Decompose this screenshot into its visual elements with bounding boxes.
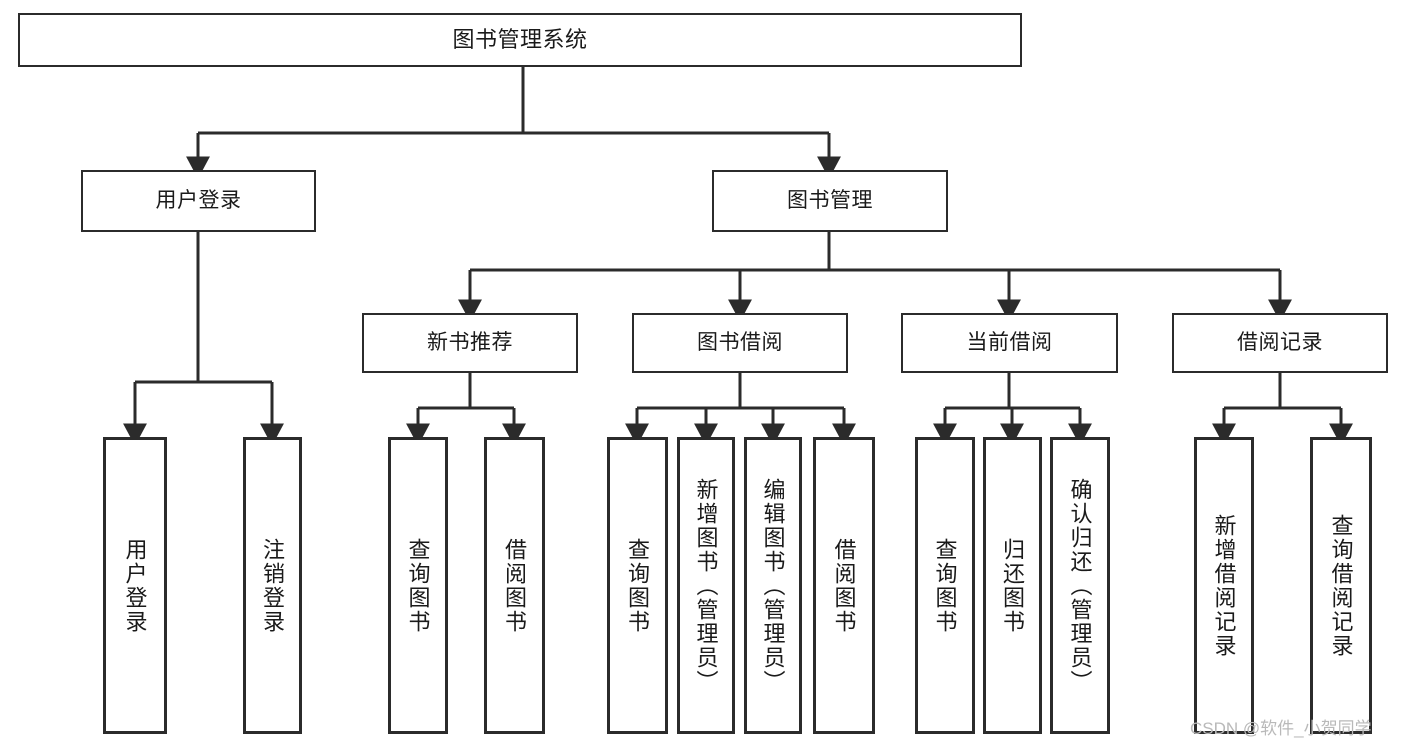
node-book-management[interactable]: 图书管理 — [712, 170, 948, 232]
leaf-node-label: 查询图书 — [932, 537, 958, 634]
node-new-book-recommend[interactable]: 新书推荐 — [362, 313, 578, 373]
leaf-node-label: 借阅图书 — [831, 537, 857, 634]
leaf-node[interactable]: 查询借阅记录 — [1310, 437, 1372, 734]
node-borrow-record-label: 借阅记录 — [1237, 330, 1323, 354]
leaf-node-label: 查询借阅记录 — [1328, 513, 1354, 658]
node-current-borrow[interactable]: 当前借阅 — [901, 313, 1118, 373]
leaf-node[interactable]: 注销登录 — [243, 437, 302, 734]
leaf-node-label: 新增借阅记录 — [1211, 513, 1237, 658]
leaf-node[interactable]: 确认归还（管理员） — [1050, 437, 1110, 734]
leaf-node[interactable]: 用户登录 — [103, 437, 167, 734]
node-root-label: 图书管理系统 — [452, 27, 588, 53]
leaf-node-label: 确认归还（管理员） — [1067, 477, 1093, 694]
leaf-node-label: 新增图书（管理员） — [693, 477, 719, 694]
leaf-node-label: 用户登录 — [122, 537, 148, 634]
node-new-book-recommend-label: 新书推荐 — [427, 330, 513, 354]
node-user-login-label: 用户登录 — [155, 188, 242, 212]
node-root[interactable]: 图书管理系统 — [18, 13, 1022, 67]
leaf-node[interactable]: 借阅图书 — [484, 437, 545, 734]
leaf-node[interactable]: 编辑图书（管理员） — [744, 437, 802, 734]
node-book-borrow[interactable]: 图书借阅 — [632, 313, 848, 373]
node-user-login[interactable]: 用户登录 — [81, 170, 316, 232]
leaf-node[interactable]: 新增图书（管理员） — [677, 437, 735, 734]
leaf-node-label: 编辑图书（管理员） — [760, 477, 786, 694]
node-book-management-label: 图书管理 — [787, 188, 873, 212]
leaf-node[interactable]: 查询图书 — [915, 437, 975, 734]
leaf-node[interactable]: 借阅图书 — [813, 437, 875, 734]
watermark: CSDN @软件_小贺同学 — [1190, 719, 1372, 738]
leaf-node[interactable]: 归还图书 — [983, 437, 1042, 734]
leaf-node-label: 归还图书 — [1000, 537, 1026, 634]
leaf-node-label: 注销登录 — [260, 537, 286, 634]
leaf-node[interactable]: 新增借阅记录 — [1194, 437, 1254, 734]
node-borrow-record[interactable]: 借阅记录 — [1172, 313, 1388, 373]
leaf-node-label: 查询图书 — [625, 537, 651, 634]
leaf-node-label: 借阅图书 — [502, 537, 528, 634]
leaf-node-label: 查询图书 — [405, 537, 431, 634]
leaf-node[interactable]: 查询图书 — [607, 437, 668, 734]
node-current-borrow-label: 当前借阅 — [966, 330, 1053, 354]
leaf-node[interactable]: 查询图书 — [388, 437, 448, 734]
node-book-borrow-label: 图书借阅 — [697, 330, 783, 354]
